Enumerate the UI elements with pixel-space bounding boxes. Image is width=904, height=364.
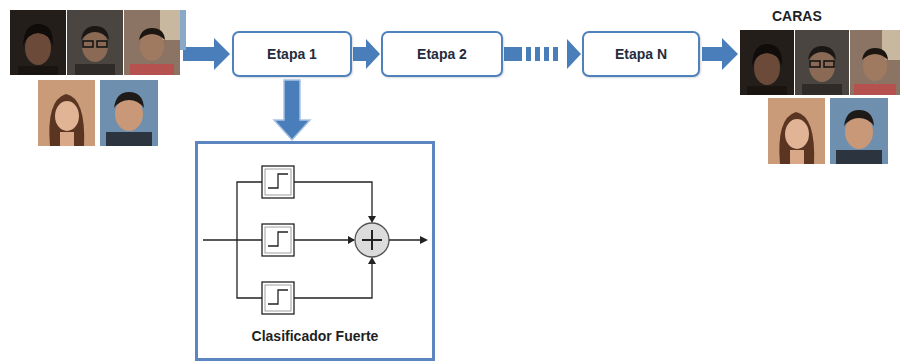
face-thumbnail: [740, 30, 794, 95]
output-arrow: [702, 38, 738, 70]
stage-box: Etapa N: [582, 31, 700, 77]
block-arrow: [567, 39, 581, 69]
face-thumbnail: [10, 10, 66, 75]
face-thumbnail: [38, 80, 95, 146]
face-thumbnail: [768, 98, 825, 164]
face-thumbnail: [100, 80, 158, 146]
face-thumbnail: [830, 98, 888, 164]
face-thumbnail: [795, 30, 849, 95]
dashed-arrow-segment: [544, 47, 549, 61]
face-thumbnail: [124, 10, 180, 75]
block-arrow: [353, 39, 380, 69]
node-text: Etapa 1: [267, 46, 317, 62]
face-thumbnail: [67, 10, 123, 75]
stage-box: Etapa 2: [381, 31, 503, 77]
group-label: CARAS: [772, 8, 822, 24]
stage-box: Etapa 1: [232, 31, 352, 77]
input-arrow: [183, 38, 230, 70]
classifier-schematic: [203, 166, 422, 314]
node-text: Etapa N: [615, 46, 667, 62]
node-text: Clasificador Fuerte: [252, 328, 379, 344]
dashed-arrow-segment: [526, 47, 531, 61]
block-arrow: [274, 80, 310, 140]
face-thumbnail: [850, 30, 900, 95]
block-arrow: [504, 47, 522, 61]
classifier-box: Clasificador Fuerte: [195, 141, 435, 361]
dashed-arrow-segment: [553, 47, 558, 61]
dashed-arrow-segment: [535, 47, 540, 61]
node-text: Etapa 2: [417, 46, 467, 62]
